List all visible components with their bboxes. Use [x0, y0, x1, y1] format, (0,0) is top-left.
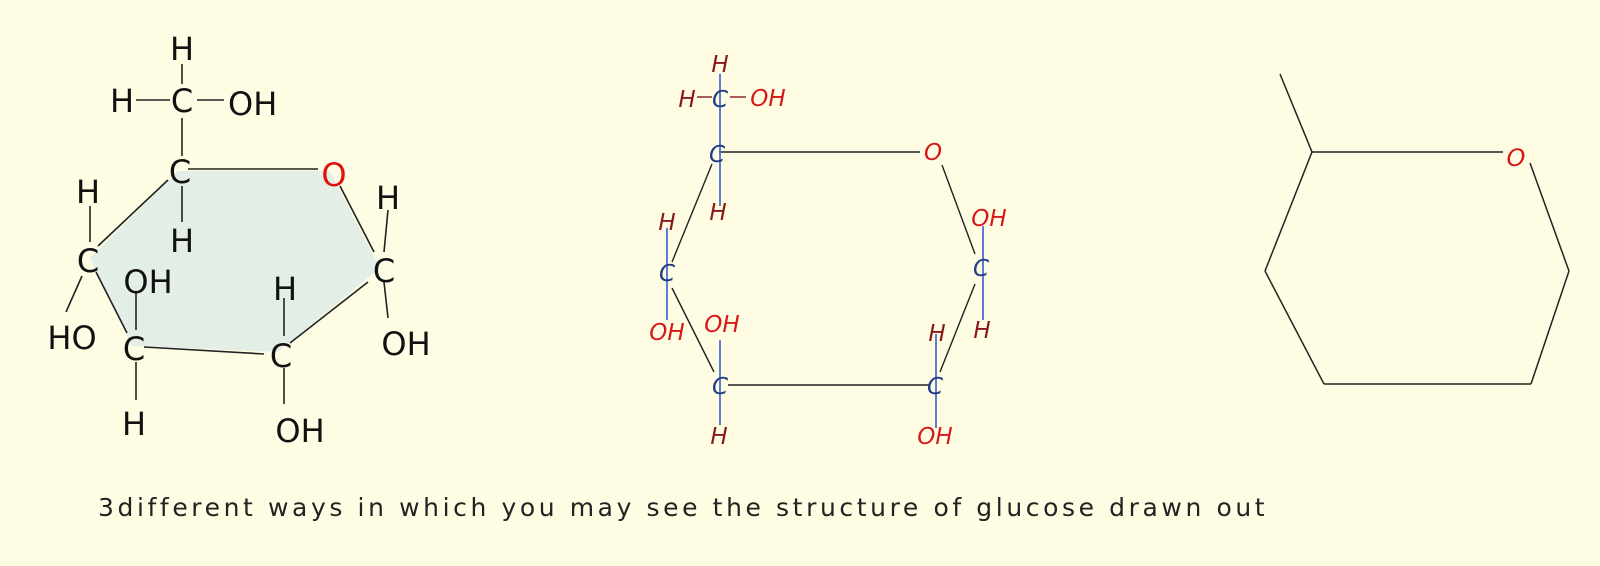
- haworth-c1-hydrogen: H: [376, 179, 400, 217]
- chair-c4-hydroxyl: OH: [649, 320, 684, 346]
- haworth-c2-carbon: C: [270, 337, 292, 375]
- chair-c1-carbon: C: [973, 256, 989, 282]
- haworth-c1-carbon: C: [373, 252, 395, 290]
- haworth-c4-carbon: C: [77, 242, 99, 280]
- skeletal-structure: O: [1264, 73, 1570, 385]
- chair-c6-carbon: C: [712, 87, 728, 113]
- haworth-c6-carbon: C: [171, 82, 193, 120]
- haworth-c2-hydrogen: H: [273, 270, 297, 308]
- haworth-ring-fill: [90, 171, 380, 352]
- haworth-c6-hydroxyl: OH: [228, 85, 277, 123]
- haworth-c1-hydroxyl: OH: [381, 325, 430, 363]
- chair-c4-carbon: C: [659, 261, 675, 287]
- chair-c5-carbon: C: [709, 142, 725, 168]
- haworth-c4-hydrogen: H: [76, 173, 100, 211]
- haworth-substituent-bonds: [65, 64, 389, 404]
- haworth-ring-bonds: [95, 168, 375, 355]
- chair-c3-hydroxyl: OH: [704, 312, 739, 338]
- haworth-c3-hydrogen: H: [122, 405, 146, 443]
- chair-c6-hydroxyl: OH: [750, 86, 785, 112]
- chair-ring-oxygen: O: [924, 140, 942, 166]
- chair-left-hydrogen: H: [678, 87, 695, 113]
- chair-c1-hydrogen: H: [973, 318, 990, 344]
- haworth-c3-carbon: C: [123, 330, 145, 368]
- haworth-top-hydrogen: H: [170, 30, 194, 68]
- haworth-c5-carbon: C: [169, 153, 191, 191]
- chair-c3-hydrogen: H: [710, 424, 727, 450]
- chair-top-hydrogen: H: [711, 52, 728, 78]
- chair-c2-carbon: C: [927, 374, 943, 400]
- labeled-ring-structure: H H C OH C H O OH C H H C OH OH C H H C …: [649, 52, 1006, 450]
- chair-c2-hydroxyl: OH: [917, 424, 952, 450]
- haworth-c3-hydroxyl: OH: [123, 263, 172, 301]
- haworth-ring-oxygen: O: [321, 156, 346, 194]
- chair-c2-hydrogen: H: [928, 321, 945, 347]
- chair-c5-hydrogen: H: [709, 200, 726, 226]
- skeletal-ring-bonds: [1264, 73, 1570, 385]
- haworth-c4-hydroxyl: HO: [47, 319, 96, 357]
- chair-c3-carbon: C: [712, 374, 728, 400]
- skeletal-ring-oxygen: O: [1507, 144, 1526, 172]
- chair-ring-bonds: [671, 151, 976, 386]
- haworth-left-hydrogen: H: [110, 82, 134, 120]
- caption: 3different ways in which you may see the…: [98, 493, 1269, 522]
- chair-c1-hydroxyl: OH: [971, 206, 1006, 232]
- haworth-projection: H H C OH C O H H C HO OH C H H C OH H C …: [47, 30, 430, 450]
- haworth-c5-hydrogen: H: [170, 222, 194, 260]
- haworth-c2-hydroxyl: OH: [275, 412, 324, 450]
- chair-substituent-bonds: [666, 74, 984, 428]
- chair-c4-hydrogen: H: [658, 210, 675, 236]
